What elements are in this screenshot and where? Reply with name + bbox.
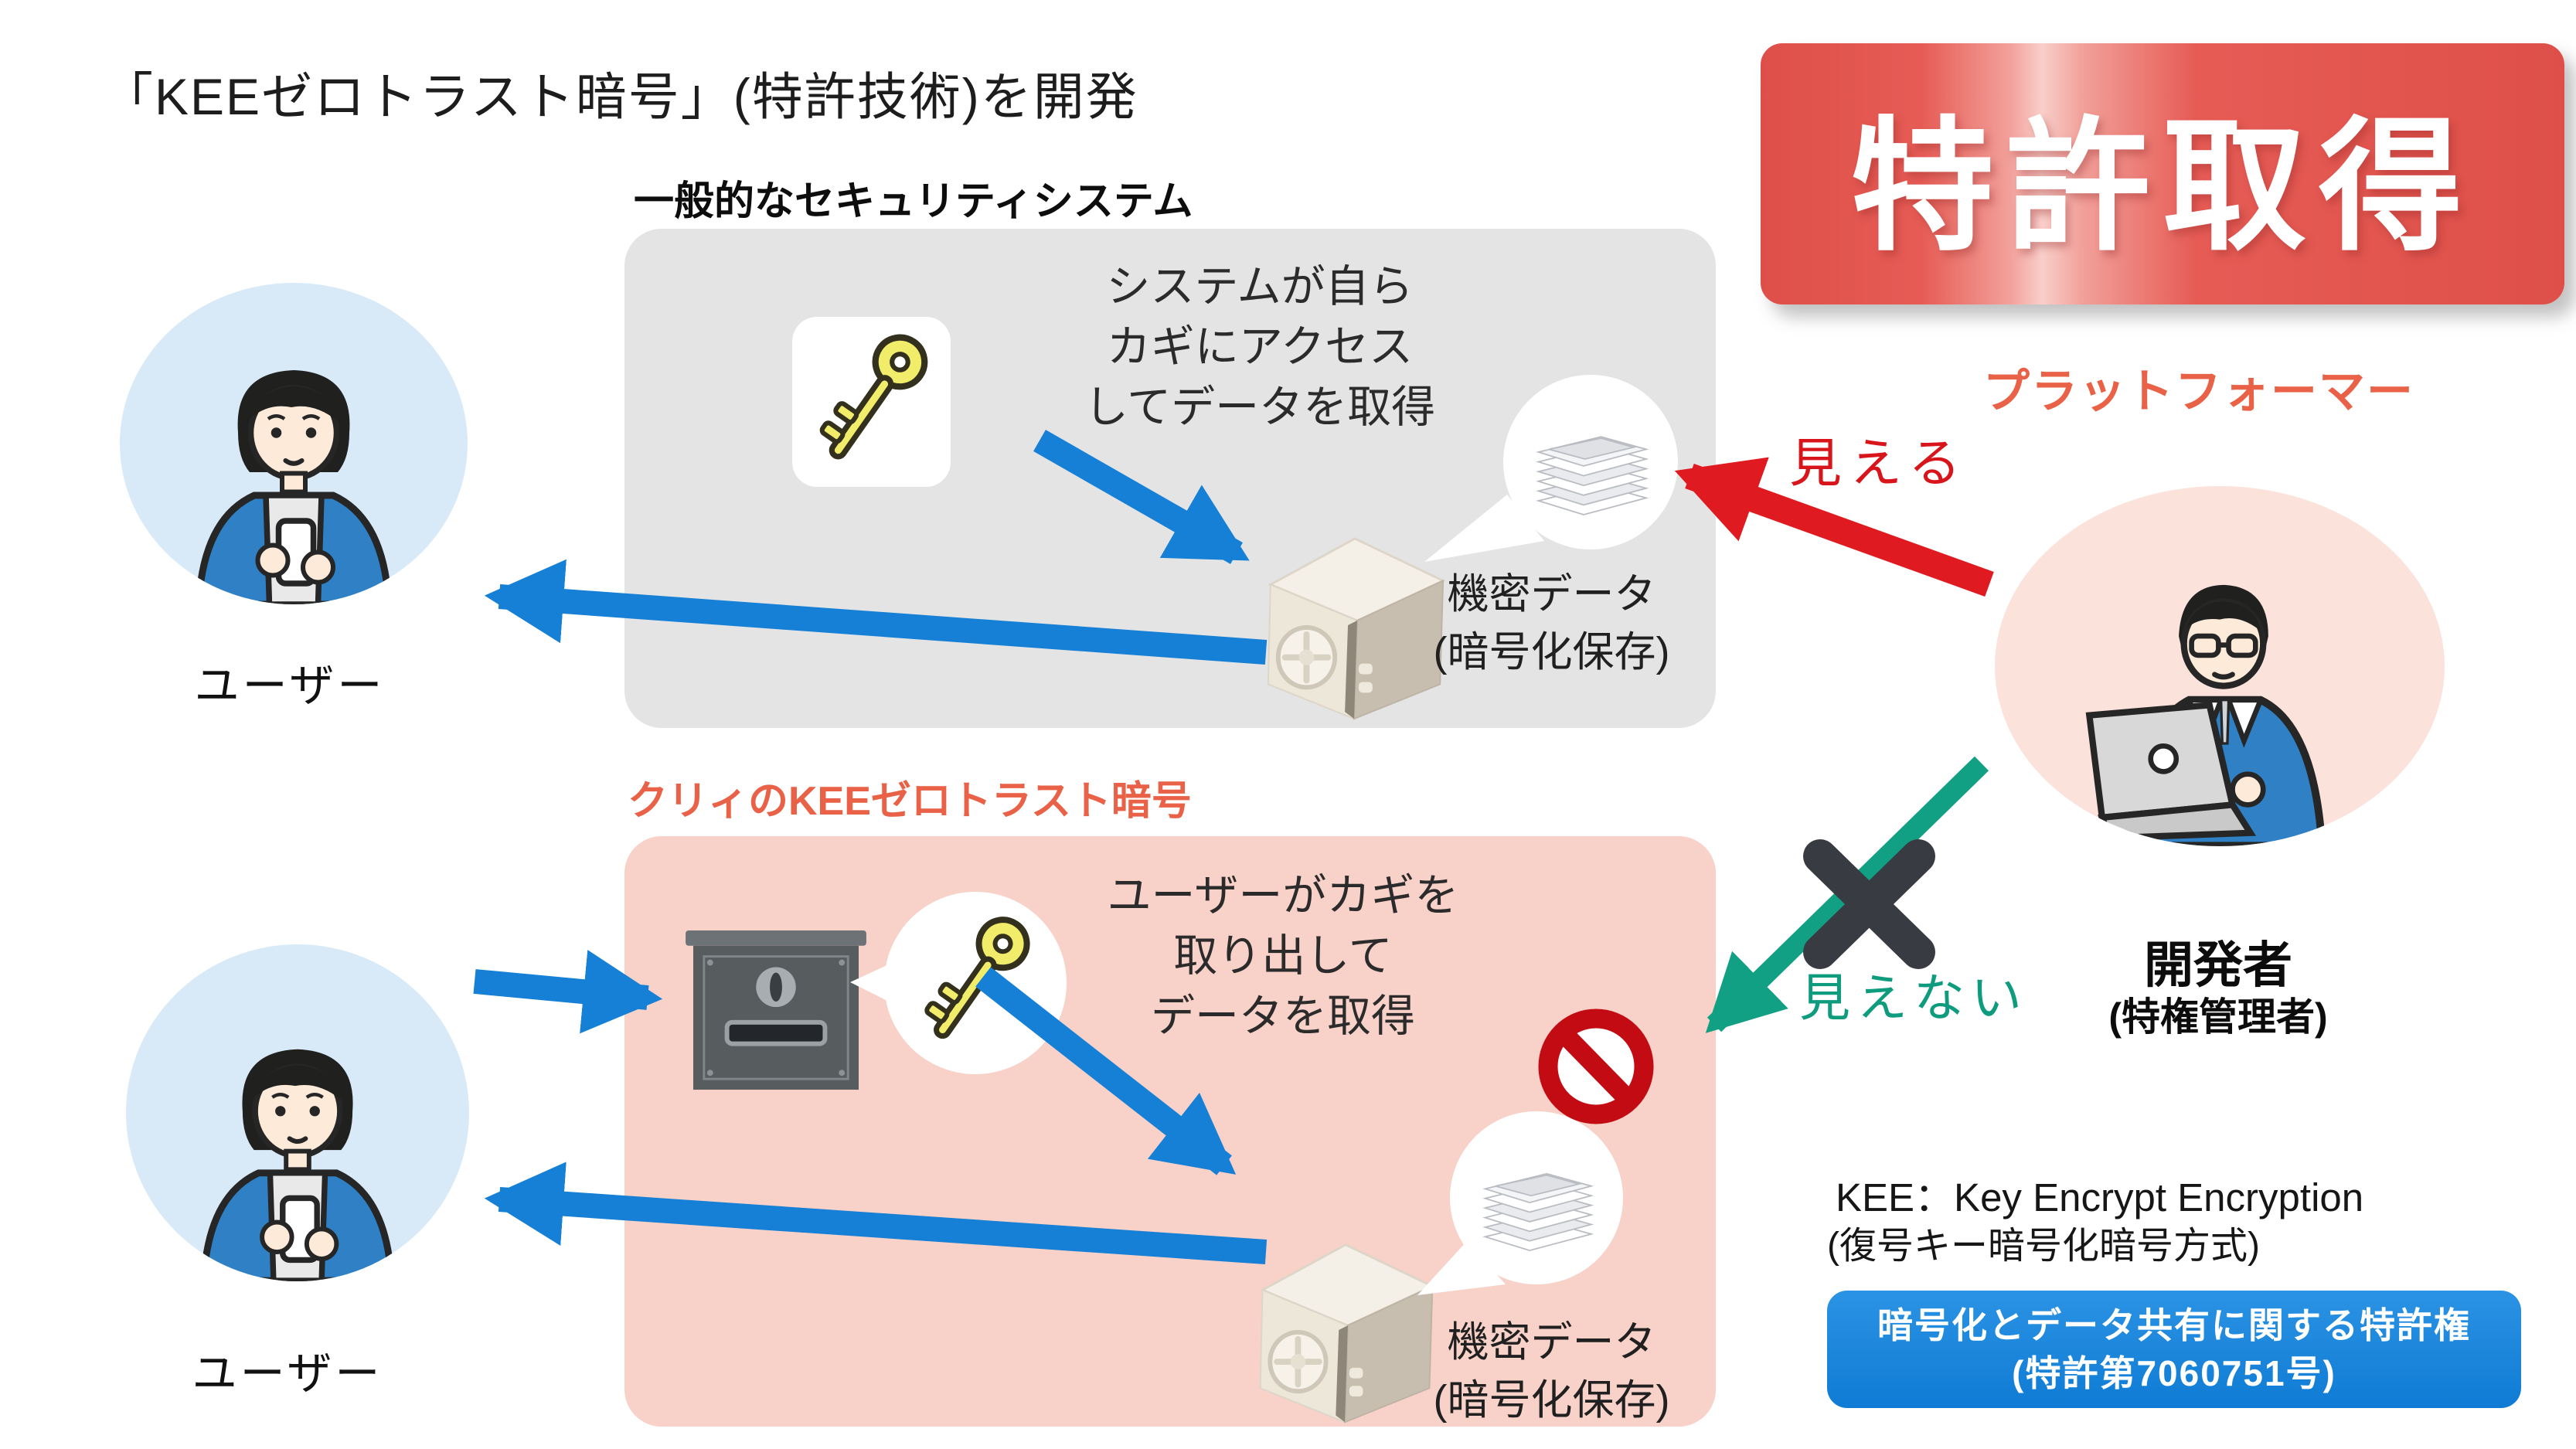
documents-bubble-top [1503,375,1678,549]
arrow-user-to-lockbox [473,950,663,1034]
legacy-note-line: カギにアクセス [1106,322,1414,372]
page-title: 「KEEゼロトラスト暗号」(特許技術)を開発 [102,68,1138,125]
patent-acquired-badge: 特許取得 [1761,43,2564,304]
lockbox [683,926,869,1094]
user-avatar-top [120,283,468,604]
developer-laptop-icon [2054,574,2386,846]
user-phone-icon [172,1037,424,1281]
legacy-note-line: システムが自ら [1106,262,1414,311]
kee-note: ユーザーがカギを 取り出して データを取得 [1082,866,1484,1046]
safe-icon [1251,1233,1441,1430]
kee-note-line: データを取得 [1151,992,1415,1041]
patent-badge-label: 特許取得 [1849,107,2475,267]
visible-label: 見える [1789,434,1969,493]
platformer-label: プラットフォーマー [1983,366,2414,417]
patent-right-line2: (特許第7060751号) [2012,1353,2336,1393]
kee-definition-line1: KEE：Key Encrypt Encryption [1836,1175,2364,1219]
key-icon [890,891,1060,1074]
secret-data-label-top: 機密データ (暗号化保存) [1422,566,1681,682]
documents-bubble-bottom [1450,1111,1623,1284]
document-stack-icon [1468,1155,1605,1257]
legacy-note: システムが自ら カギにアクセス してデータを取得 [1059,257,1461,437]
kee-note-line: 取り出して [1173,931,1393,981]
legacy-note-line: してデータを取得 [1084,383,1436,432]
platformer-avatar [1995,486,2445,846]
secret-data-line1: 機密データ [1447,571,1656,617]
patent-right-box: 暗号化とデータ共有に関する特許権 (特許第7060751号) [1827,1291,2521,1408]
invisible-label: 見えない [1799,969,2028,1026]
patent-right-line1: 暗号化とデータ共有に関する特許権 [1877,1305,2471,1345]
user-label-top: ユーザー [194,661,386,711]
safe-bottom [1251,1233,1441,1430]
secret-data-line2: (暗号化保存) [1433,1377,1670,1423]
kee-definition-line2: (復号キー暗号化暗号方式) [1827,1226,2260,1267]
user-label-bottom: ユーザー [192,1349,383,1399]
developer-subtitle: (特権管理者) [2108,995,2328,1039]
kee-note-line: ユーザーがカギを [1107,871,1459,920]
user-avatar-bottom [126,944,469,1281]
user-phone-icon [166,359,421,604]
secret-data-line2: (暗号化保存) [1433,629,1670,675]
secret-data-label-bottom: 機密データ (暗号化保存) [1422,1314,1681,1430]
system-key-card [792,317,951,487]
lockbox-icon [683,926,869,1094]
key-bubble [884,892,1067,1074]
developer-title: 開発者 [2144,937,2292,993]
document-stack-icon [1521,417,1660,522]
secret-data-line1: 機密データ [1447,1319,1656,1366]
key-icon [784,308,958,495]
kee-system-title: クリィのKEEゼロトラスト暗号 [628,779,1192,824]
legacy-system-title: 一般的なセキュリティシステム [634,179,1193,224]
x-mark-icon [1803,839,1935,969]
